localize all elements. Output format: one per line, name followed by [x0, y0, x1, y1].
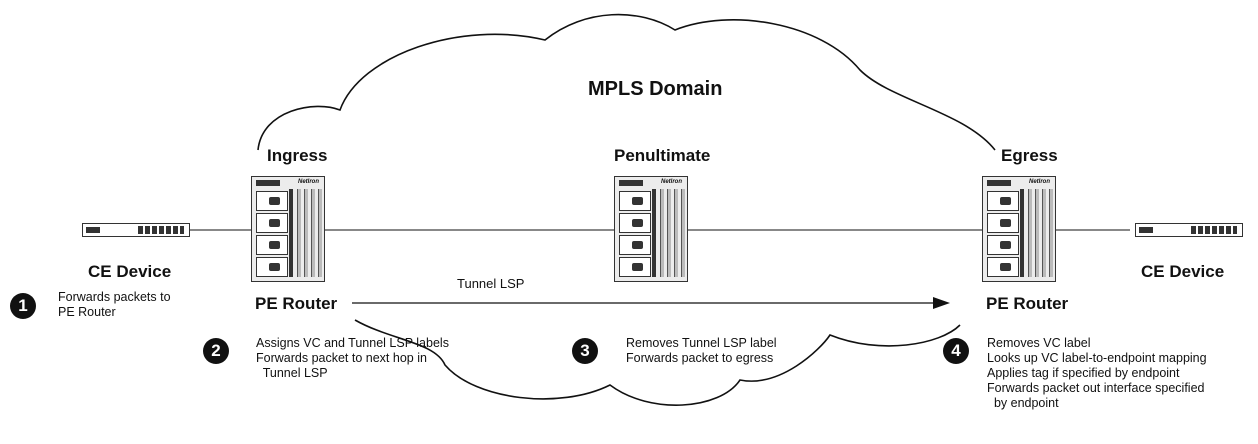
role-label-egress: Egress: [1001, 146, 1058, 165]
domain-title: MPLS Domain: [588, 78, 723, 100]
cloud-outline-top: [257, 13, 996, 151]
step-3-badge: 3: [572, 338, 598, 364]
step-3-text: Removes Tunnel LSP label Forwards packet…: [626, 336, 777, 365]
router-model-label: NetIron: [1029, 179, 1050, 185]
ce-device-left: [82, 223, 190, 237]
ce-device-right-label: CE Device: [1141, 262, 1225, 281]
tunnel-lsp-label: Tunnel LSP: [457, 276, 525, 291]
tunnel-lsp-arrowhead: [933, 297, 950, 309]
pe-router-left-label: PE Router: [255, 294, 338, 313]
router-penultimate: NetIron: [614, 176, 688, 282]
router-model-label: NetIron: [298, 179, 319, 185]
ce-device-left-label: CE Device: [88, 262, 172, 281]
router-ingress: NetIron: [251, 176, 325, 282]
step-2-badge: 2: [203, 338, 229, 364]
router-model-label: NetIron: [661, 179, 682, 185]
router-egress: NetIron: [982, 176, 1056, 282]
role-label-ingress: Ingress: [267, 146, 328, 165]
role-label-penultimate: Penultimate: [614, 146, 711, 165]
step-4-badge: 4: [943, 338, 969, 364]
ce-device-right: [1135, 223, 1243, 237]
cloud-outline-bottom: [354, 319, 961, 406]
step-4-text: Removes VC label Looks up VC label-to-en…: [987, 336, 1207, 410]
pe-router-right-label: PE Router: [986, 294, 1069, 313]
step-2-text: Assigns VC and Tunnel LSP labels Forward…: [256, 336, 449, 380]
step-1-badge: 1: [10, 293, 36, 319]
step-1-text: Forwards packets to PE Router: [58, 290, 171, 319]
